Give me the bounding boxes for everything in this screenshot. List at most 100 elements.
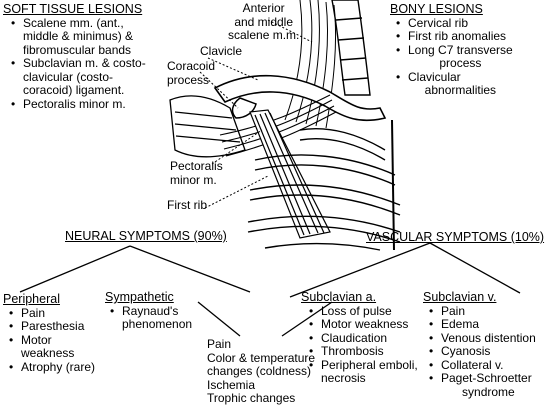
leader-lines [199, 19, 313, 209]
subclavian-v-list: PainEdemaVenous distentionCyanosisCollat… [429, 303, 536, 400]
sympathetic-title: Sympathetic [105, 290, 174, 304]
list-item-line: Long C7 transverse [408, 42, 513, 57]
label-coracoid-line: Coracoid [167, 59, 216, 73]
vascular-title: VASCULAR SYMPTOMS (10%) [366, 230, 545, 244]
list-item-line: Paget-Schroetter [441, 371, 532, 385]
list-item: Edema [429, 317, 536, 332]
label-coracoid: Coracoid process [167, 59, 216, 87]
list-item: Pectoralis minor m. [11, 96, 146, 112]
list-item-line: Paresthesia [21, 319, 85, 333]
soft-tissue-list: Scalene mm. (ant.,middle & minimus) &fib… [11, 15, 146, 112]
list-item-line: First rib anomalies [408, 29, 507, 43]
list-item: Scalene mm. (ant.,middle & minimus) &fib… [11, 15, 146, 58]
rib-cage [247, 119, 401, 251]
list-item-line: Motor weakness [321, 317, 409, 331]
list-item-line: Collateral v. [441, 357, 504, 372]
list-item: Pain [429, 303, 536, 319]
clavicle-bone [213, 74, 387, 122]
list-item-line: fibromuscular bands [23, 42, 132, 57]
list-item: Collateral v. [429, 357, 536, 373]
shared-symptom-line: changes (coldness) [207, 364, 312, 378]
list-item-line: Pain [441, 303, 466, 318]
peripheral-title: Peripheral [3, 292, 60, 306]
subclavian-v-section: Subclavian v. PainEdemaVenous distention… [419, 290, 536, 400]
cervical-spine [331, 0, 371, 96]
label-scalene-line: Anterior [242, 1, 285, 15]
list-item-line: Motor [21, 332, 52, 347]
list-item-line: Loss of pulse [321, 303, 392, 318]
list-item: Subclavian m. & costo-clavicular (costo-… [11, 56, 146, 98]
soft-tissue-title: SOFT TISSUE LESIONS [3, 2, 143, 16]
label-first-rib: First rib [167, 198, 207, 212]
list-item-line: Pain [21, 305, 46, 320]
bony-section: BONY LESIONS Cervical ribFirst rib anoma… [386, 2, 513, 98]
list-item: Motor weakness [309, 317, 418, 332]
list-item: Atrophy (rare) [9, 359, 96, 375]
list-item: Claudication [309, 330, 418, 346]
list-item: Pain [9, 305, 95, 321]
list-item-line: Edema [441, 317, 480, 331]
list-item-line: Scalene mm. (ant., [23, 15, 124, 30]
list-item-line: Atrophy (rare) [21, 359, 96, 374]
subclavian-v-title: Subclavian v. [423, 290, 497, 304]
label-scalene-line: scalene m.m. [228, 28, 300, 42]
list-item-line: weakness [21, 346, 75, 360]
list-item-line: coracoid) ligament. [23, 83, 125, 97]
subclavian-a-section: Subclavian a. Loss of pulseMotor weaknes… [297, 290, 418, 386]
label-clavicle: Clavicle [200, 44, 243, 58]
label-pectoralis-line: minor m. [170, 172, 217, 187]
label-pectoralis-line: Pectoralis [170, 159, 223, 173]
list-item-line: Subclavian m. & costo- [23, 56, 146, 70]
list-item-line: Cyanosis [441, 344, 491, 358]
list-item-line: phenomenon [122, 317, 193, 331]
peripheral-section: Peripheral PainParesthesiaMotorweaknessA… [3, 292, 96, 375]
list-item: Venous distention [429, 330, 536, 346]
list-item-line: necrosis [321, 371, 366, 385]
list-item-line: process [439, 56, 482, 70]
list-item: Cyanosis [429, 344, 536, 359]
list-item-line: Cervical rib [408, 15, 469, 30]
list-item-line: Thrombosis [321, 344, 384, 358]
subclavian-a-title: Subclavian a. [301, 290, 377, 304]
shared-symptom-line: Color & temperature [207, 350, 316, 365]
shared-symptom-line: Ischemia [207, 377, 256, 392]
list-item: First rib anomalies [396, 29, 513, 44]
list-item: Thrombosis [309, 344, 418, 359]
list-item-line: middle & minimus) & [23, 29, 134, 43]
list-item-line: abnormalities [424, 83, 497, 97]
list-item-line: Peripheral emboli, [321, 357, 418, 372]
list-item-line: Clavicular [408, 69, 461, 84]
peripheral-list: PainParesthesiaMotorweaknessAtrophy (rar… [9, 305, 96, 375]
list-item: Loss of pulse [309, 303, 418, 319]
list-item-line: Raynaud's [122, 303, 179, 318]
list-item-line: Claudication [321, 330, 388, 345]
neural-title: NEURAL SYMPTOMS (90%) [65, 229, 227, 243]
label-scalene-line: and middle [234, 14, 294, 29]
bony-list: Cervical ribFirst rib anomaliesLong C7 t… [396, 15, 513, 98]
soft-tissue-section: SOFT TISSUE LESIONS Scalene mm. (ant.,mi… [3, 2, 146, 112]
label-scalene: Anterior and middle scalene m.m. [228, 1, 300, 43]
list-item: Peripheral emboli,necrosis [309, 357, 418, 386]
list-item-line: clavicular (costo- [23, 69, 114, 84]
list-item-line: Venous distention [441, 330, 536, 345]
list-item-line: syndrome [462, 384, 515, 399]
list-item: Cervical rib [396, 15, 513, 31]
bony-title: BONY LESIONS [390, 2, 483, 16]
label-coracoid-line: process [167, 72, 210, 87]
label-pectoralis: Pectoralis minor m. [170, 159, 223, 187]
subclavian-a-list: Loss of pulseMotor weaknessClaudicationT… [309, 303, 418, 386]
list-item-line: Pectoralis minor m. [23, 96, 126, 111]
shared-symptom-line: Trophic changes [207, 391, 296, 405]
scalene-muscles [284, 0, 337, 129]
list-item: Paresthesia [9, 319, 95, 334]
shared-symptom-line: Pain [207, 337, 232, 351]
